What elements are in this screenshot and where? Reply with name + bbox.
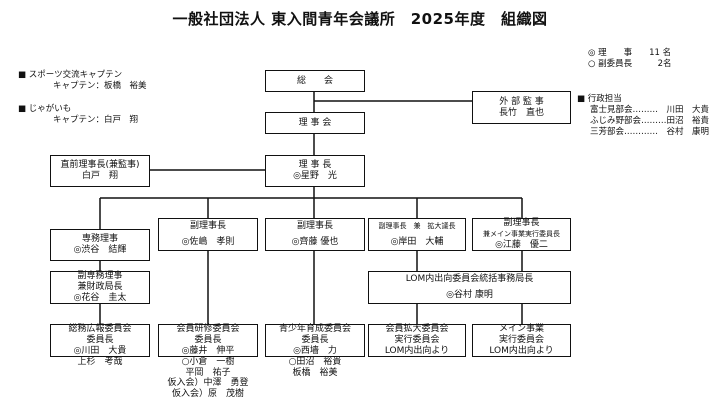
gyousei-row: 三芳部会………… 谷村 康明 (590, 127, 710, 137)
box-title: 副理事長 (503, 218, 540, 228)
box-line: ◎藤井 伸平 (181, 346, 235, 356)
box-title: 副理事長 兼 拡大議長 (378, 222, 456, 231)
note-heading: ■ スポーツ交流キャプテン (18, 70, 123, 80)
committee-box: 青少年育成委員会委員長◎西墻 力 (265, 324, 365, 357)
committee-members: ○小倉 一樹平岡 祐子仮入会）中澤 勇登仮入会）原 茂樹 (158, 357, 258, 399)
gyousei-notes: ■ 行政担当富士見部会……… 川田 大貴ふじみ野部会………田沼 裕貴三芳部会……… (577, 94, 709, 138)
box-name: ◎齊藤 優也 (291, 236, 339, 247)
member: 仮入会）中澤 勇登 (167, 378, 249, 388)
past-president-box: 直前理事長(兼監事)白戸 翔 (50, 155, 150, 187)
committee-box: 総務広報委員会委員長◎川田 大貴 (50, 324, 150, 357)
box-line: 委員長 (301, 335, 329, 345)
box-line: 会員拡大委員会 (385, 324, 449, 334)
box-title: 直前理事長(兼監事) (60, 160, 140, 170)
vice-president-box: 副理事長 ◎佐嶋 孝則 (158, 218, 258, 251)
member: ○田沼 裕貴 (288, 357, 342, 367)
box-title: 副専務理事 (77, 271, 123, 281)
box-line: 実行委員会 (498, 335, 544, 345)
box-line: メイン事業 (498, 324, 544, 334)
box-title: LOM内出向委員会統括事務局長 (405, 274, 534, 285)
president-box: 理 事 長◎星野 光 (265, 155, 365, 187)
box-title: 副理事長 (296, 221, 333, 232)
member: 上杉 考哉 (77, 357, 123, 367)
gyousei-heading: ■ 行政担当 (577, 94, 622, 104)
box-line: LOM内出向より (489, 346, 554, 356)
box-title: 理 事 会 (298, 117, 332, 128)
legend-vice-chair-count: ○ 副委員長 2名 (588, 59, 672, 69)
member: ○小倉 一樹 (181, 357, 235, 367)
box-line: 総務広報委員会 (68, 324, 132, 334)
box-name: 白戸 翔 (81, 171, 118, 181)
box-line: LOM内出向より (384, 346, 450, 356)
member: 平岡 祐子 (185, 367, 231, 378)
page-title: 一般社団法人 東入間青年会議所 2025年度 組織図 (172, 10, 548, 28)
vice-president-box: 副理事長 兼 拡大議長 ◎岸田 大輔 (368, 218, 466, 251)
box-name: ◎岸田 大輔 (390, 236, 444, 247)
box-title: 理 事 長 (298, 160, 332, 170)
box-line: 委員長 (86, 335, 114, 345)
legend-director-count: ◎ 理 事 11 名 (588, 48, 672, 58)
lom-secretariat-box: LOM内出向委員会統括事務局長 ◎谷村 康明 (368, 271, 571, 304)
gyousei-row: ふじみ野部会………田沼 裕貴 (590, 116, 710, 126)
committee-members: 上杉 考哉 (50, 357, 150, 368)
committee-members: ○田沼 裕貴板橋 裕美 (265, 357, 365, 378)
vice-president-box: 副理事長兼メイン事業実行委員長 ◎江藤 優二 (472, 218, 571, 251)
member: 板橋 裕美 (292, 367, 338, 378)
box-line: 委員長 (194, 335, 222, 345)
gyousei-row: 富士見部会……… 川田 大貴 (590, 105, 710, 115)
note-detail: キャプテン：白戸 翔 (53, 115, 139, 125)
box-line: ◎川田 大貴 (73, 346, 127, 356)
box-title: 副理事長 (189, 221, 226, 232)
box-line: 実行委員会 (394, 335, 440, 345)
box-name: 長竹 直也 (498, 107, 544, 118)
box-name: ◎佐嶋 孝則 (181, 236, 235, 247)
box-line: 会員研修委員会 (176, 324, 240, 334)
member: 仮入会）原 茂樹 (171, 388, 244, 399)
legend: ◎ 理 事 11 名○ 副委員長 2名 (588, 48, 672, 70)
box-title: 兼財政局長 (77, 282, 123, 292)
box-line: 青少年育成委員会 (278, 324, 351, 334)
box-title: 兼メイン事業実行委員長 (483, 230, 560, 238)
box-name: ◎江藤 優二 (495, 240, 548, 250)
board-box: 理 事 会 (265, 112, 365, 134)
committee-box: 会員研修委員会委員長◎藤井 伸平 (158, 324, 258, 357)
note-sports: ■ スポーツ交流キャプテンキャプテン：板橋 裕美 (18, 70, 147, 92)
note-jagaimo: ■ じゃがいもキャプテン：白戸 翔 (18, 104, 138, 126)
deputy-executive-box: 副専務理事兼財政局長◎花谷 圭太 (50, 271, 150, 304)
box-name: ◎渋谷 結輝 (73, 245, 127, 255)
box-name: ◎花谷 圭太 (73, 293, 127, 303)
general-assembly-box: 総 会 (265, 70, 365, 92)
box-name: ◎谷村 康明 (446, 289, 493, 300)
note-detail: キャプテン：板橋 裕美 (53, 81, 147, 91)
note-heading: ■ じゃがいも (18, 104, 72, 114)
box-title: 総 会 (296, 75, 333, 86)
box-line: ◎西墻 力 (293, 346, 337, 356)
executive-director-box: 専務理事◎渋谷 結輝 (50, 229, 150, 261)
auditor-box: 外 部 監 事長竹 直也 (472, 91, 571, 124)
box-name: ◎星野 光 (293, 171, 337, 181)
box-title: 専務理事 (81, 234, 118, 244)
vice-president-box: 副理事長 ◎齊藤 優也 (265, 218, 365, 251)
box-title: 外 部 監 事 (499, 96, 544, 107)
